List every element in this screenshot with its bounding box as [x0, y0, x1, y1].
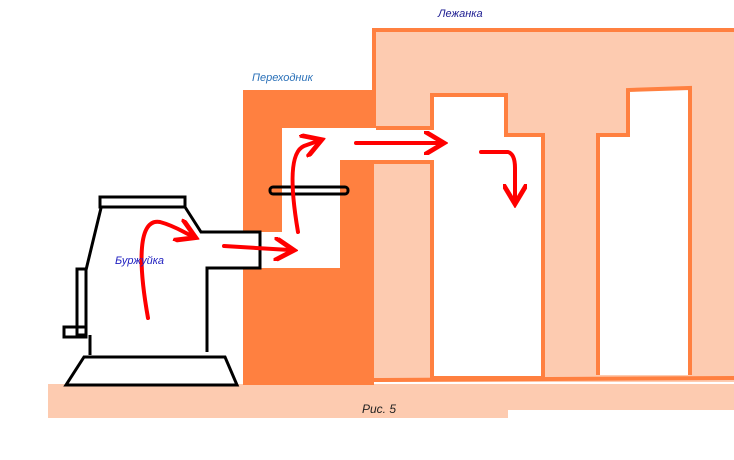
- arrow-pipe: [222, 246, 290, 250]
- stove-label: Буржуйка: [115, 255, 165, 267]
- stove-drawing: [62, 195, 262, 387]
- damper-icon: [268, 185, 350, 196]
- adapter-label: Переходник: [252, 72, 313, 84]
- floor-base: [48, 384, 734, 418]
- bed-chamber-1: [374, 93, 545, 380]
- arrow-riser: [290, 141, 318, 234]
- bed-chamber-2: [596, 85, 692, 375]
- flow-arrows: [139, 141, 515, 320]
- adapter-channel-vertical: [282, 128, 340, 268]
- arrow-stove: [139, 222, 192, 320]
- bed-label: Лежанка: [438, 8, 483, 20]
- arrow-down: [479, 150, 515, 200]
- figure-caption: Рис. 5: [362, 402, 397, 416]
